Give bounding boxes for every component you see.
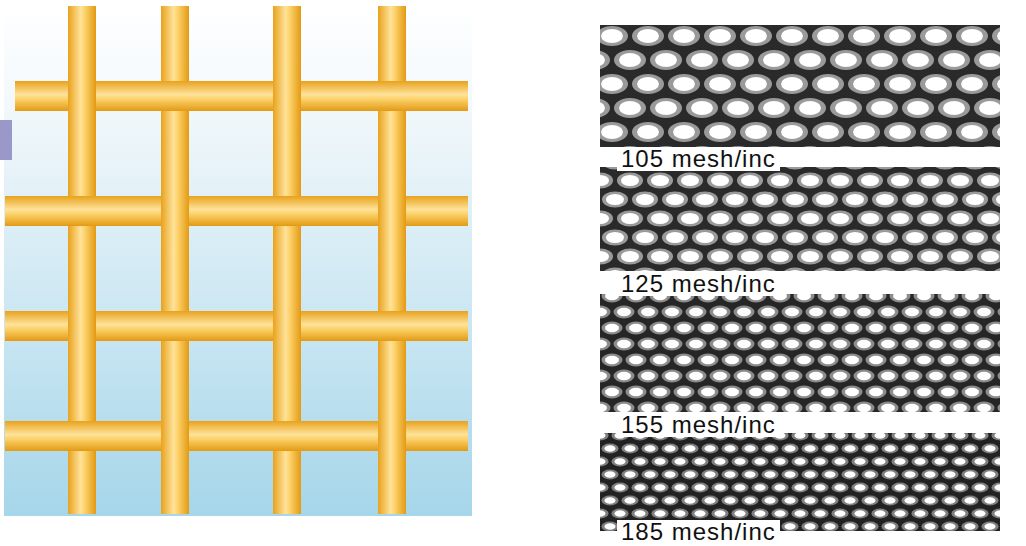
wire-rod	[68, 309, 96, 343]
wire-rod	[161, 194, 189, 228]
wire-rod	[161, 419, 189, 453]
mesh-label: 125 mesh/inc	[617, 272, 780, 296]
wire-rod	[378, 419, 406, 453]
wire-rod	[273, 309, 301, 343]
wire-rod	[273, 79, 301, 113]
mesh-label: 105 mesh/inc	[617, 147, 780, 171]
mesh-label: 155 mesh/inc	[617, 413, 780, 437]
mesh-label: 185 mesh/inc	[617, 520, 780, 544]
wire-rod	[68, 79, 96, 113]
wire-rod	[378, 194, 406, 228]
